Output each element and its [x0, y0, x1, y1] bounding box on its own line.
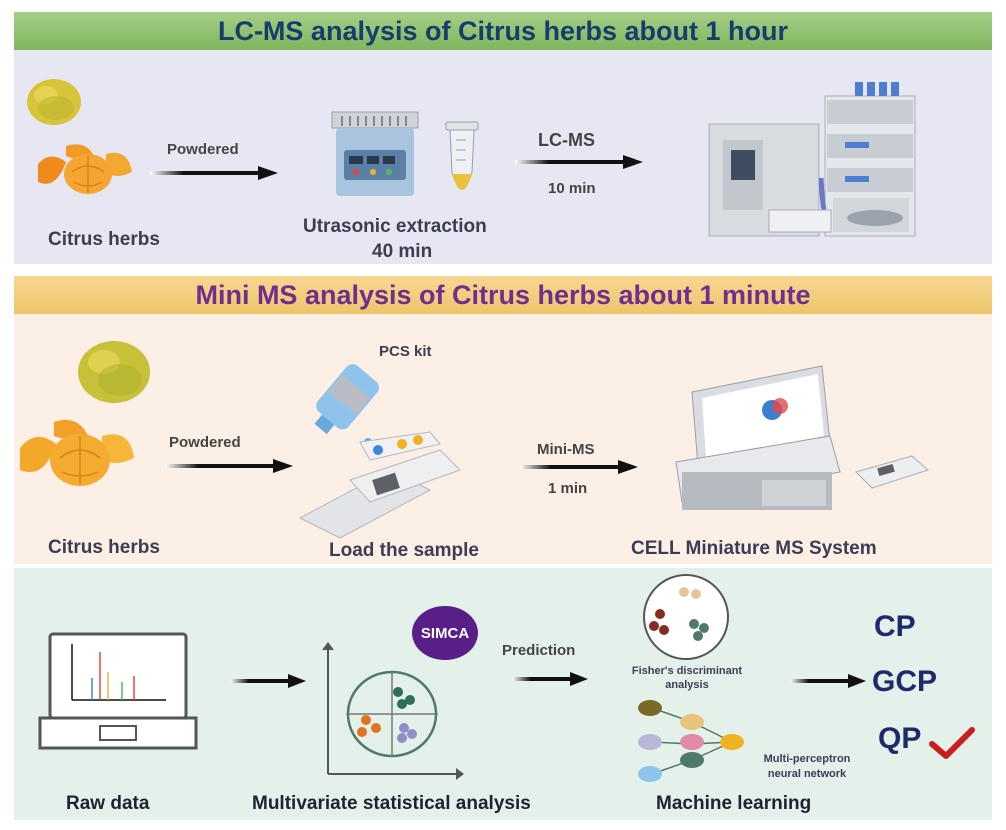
miniature-ms-system-icon: [675, 365, 841, 510]
mlp-label: Multi-perceptron neural network: [763, 753, 851, 781]
section2-arrow-1: [165, 459, 293, 473]
section1-powdered-label: Powdered: [167, 141, 239, 158]
section1-arrow-1: [150, 166, 278, 180]
citrus-fruit-icon: [27, 79, 81, 125]
machine-learning-label: Machine learning: [656, 793, 812, 814]
fisher-to-output-arrow: [790, 674, 866, 688]
section1-arrow-2: [515, 155, 643, 169]
section3-arrow-2: [512, 672, 588, 686]
laptop-icon: [38, 632, 198, 750]
section2-arrow-2: [520, 460, 638, 474]
lc-ms-instrument-icon: [708, 82, 916, 237]
fisher-cluster-icon: [643, 574, 729, 660]
simca-label: SIMCA: [420, 624, 470, 642]
sample-cartridge-icon: [855, 455, 929, 489]
ultrasonic-bath-icon: [331, 111, 419, 196]
load-sample-label: Load the sample: [329, 540, 479, 561]
section1-citrus-label: Citrus herbs: [48, 229, 160, 250]
sample-loader-icon: [298, 431, 461, 539]
section2-powdered-label: Powdered: [169, 434, 241, 451]
section1-header: LC-MS analysis of Citrus herbs about 1 h…: [14, 12, 992, 50]
mini-ms-arrow-label: Mini-MS: [537, 441, 595, 458]
checkmark-icon: [929, 727, 975, 759]
peeled-citrus-icon-2: [20, 419, 134, 486]
peeled-citrus-icon: [38, 144, 132, 194]
simca-badge: SIMCA: [412, 606, 478, 660]
section2-citrus-label: Citrus herbs: [48, 537, 160, 558]
neural-network-icon: [638, 700, 744, 782]
section3-arrow-1: [230, 674, 306, 688]
extraction-time: 40 min: [372, 241, 433, 262]
citrus-fruit-icon-2: [78, 341, 150, 403]
lcms-time: 10 min: [548, 180, 596, 197]
system-label: CELL Miniature MS System: [631, 538, 877, 559]
centrifuge-tube-icon: [445, 121, 479, 190]
pcs-kit-label: PCS kit: [379, 343, 432, 360]
raw-data-label: Raw data: [66, 793, 150, 814]
section2-title: Mini MS analysis of Citrus herbs about 1…: [195, 279, 811, 310]
multivariate-label: Multivariate statistical analysis: [252, 793, 531, 814]
lcms-arrow-label: LC-MS: [538, 130, 595, 150]
scatter-plot-icon: [322, 642, 464, 780]
extraction-label: Utrasonic extraction: [303, 216, 487, 237]
fisher-label: Fisher's discriminant analysis: [631, 665, 743, 692]
section2-header: Mini MS analysis of Citrus herbs about 1…: [14, 276, 992, 314]
section1-title: LC-MS analysis of Citrus herbs about 1 h…: [217, 15, 789, 46]
output-cp: CP: [874, 610, 916, 643]
section2-panel: [14, 314, 992, 564]
output-gcp: GCP: [872, 665, 938, 698]
output-qp: QP: [878, 722, 922, 755]
prediction-label: Prediction: [502, 642, 576, 659]
mini-ms-time: 1 min: [548, 480, 588, 497]
